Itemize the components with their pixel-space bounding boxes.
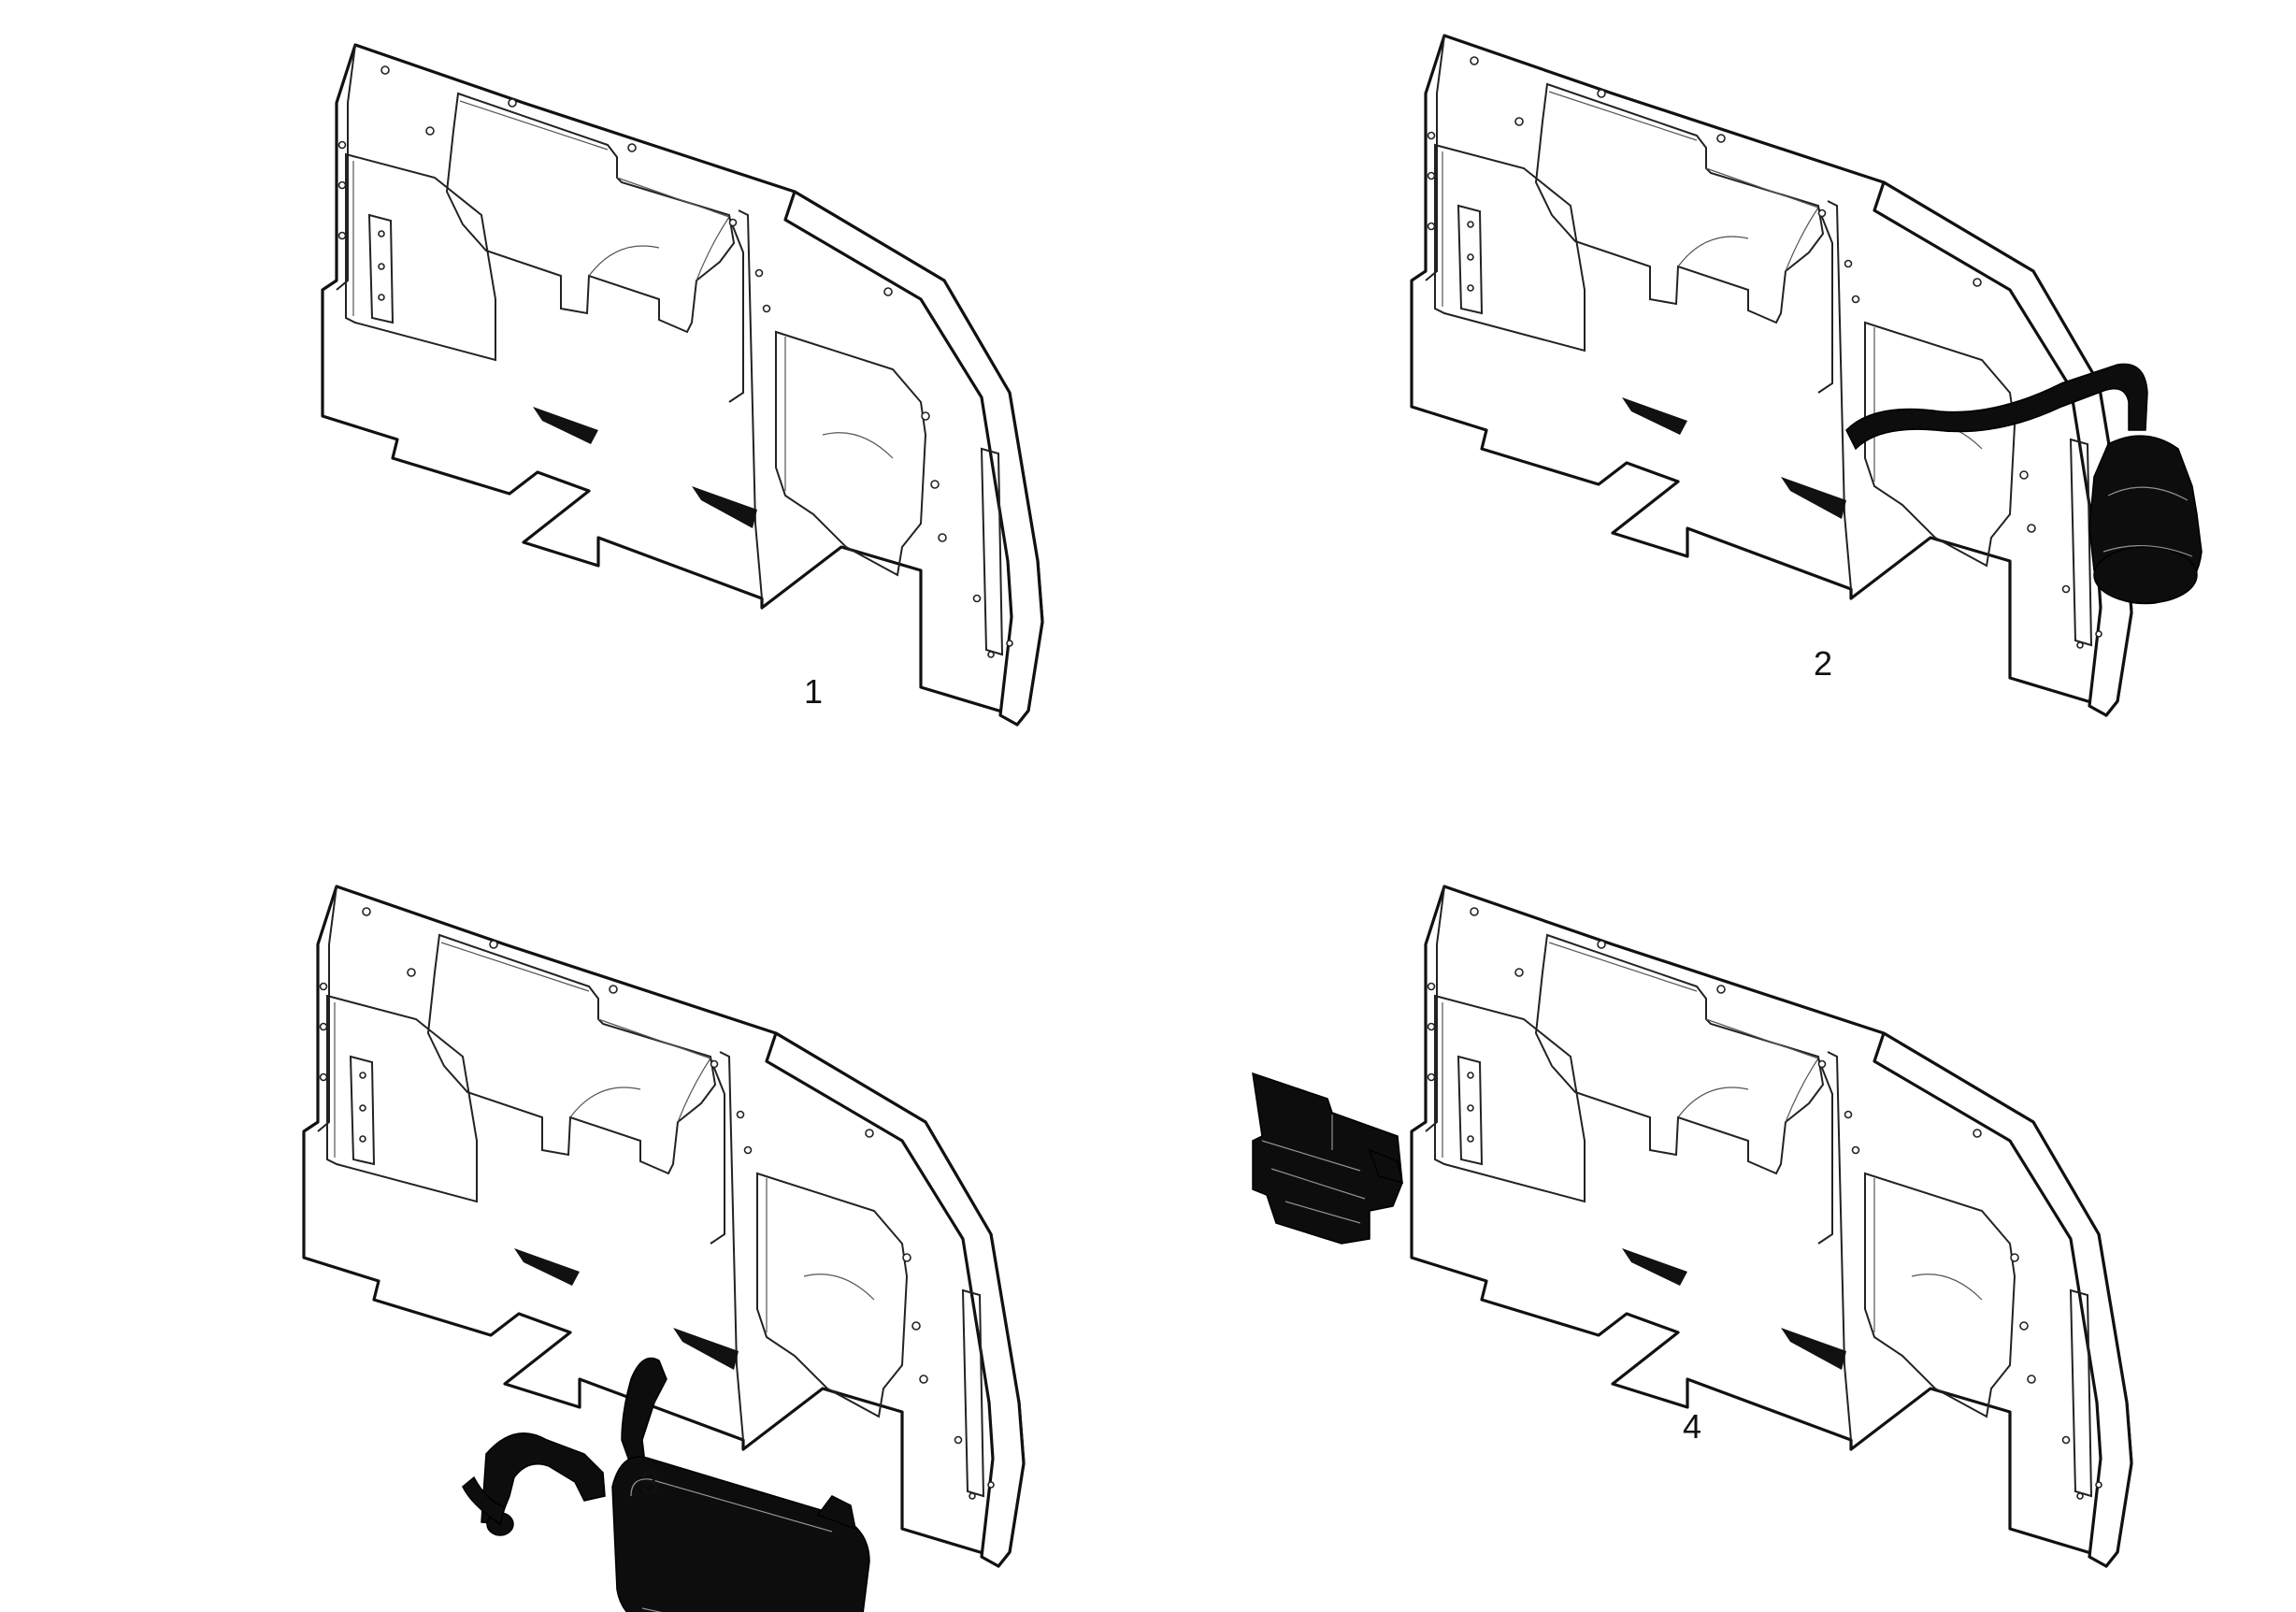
panel-1: 1 — [321, 43, 1044, 727]
frame-plate-drawing — [321, 43, 1044, 727]
panel-label: 4 — [1683, 1407, 1701, 1446]
panel-4: 4 — [1252, 885, 2133, 1568]
panel-2: 2 — [1410, 34, 2203, 717]
frame-plate-drawing — [1410, 885, 2133, 1568]
panel-3: 3 — [302, 885, 1026, 1612]
panel-label: 3 — [640, 1463, 659, 1502]
panel-label: 2 — [1814, 644, 1832, 683]
panel-label: 1 — [804, 672, 823, 711]
battery-box-drawing — [1252, 1072, 1403, 1245]
frame-plate-drawing — [1410, 34, 2133, 717]
